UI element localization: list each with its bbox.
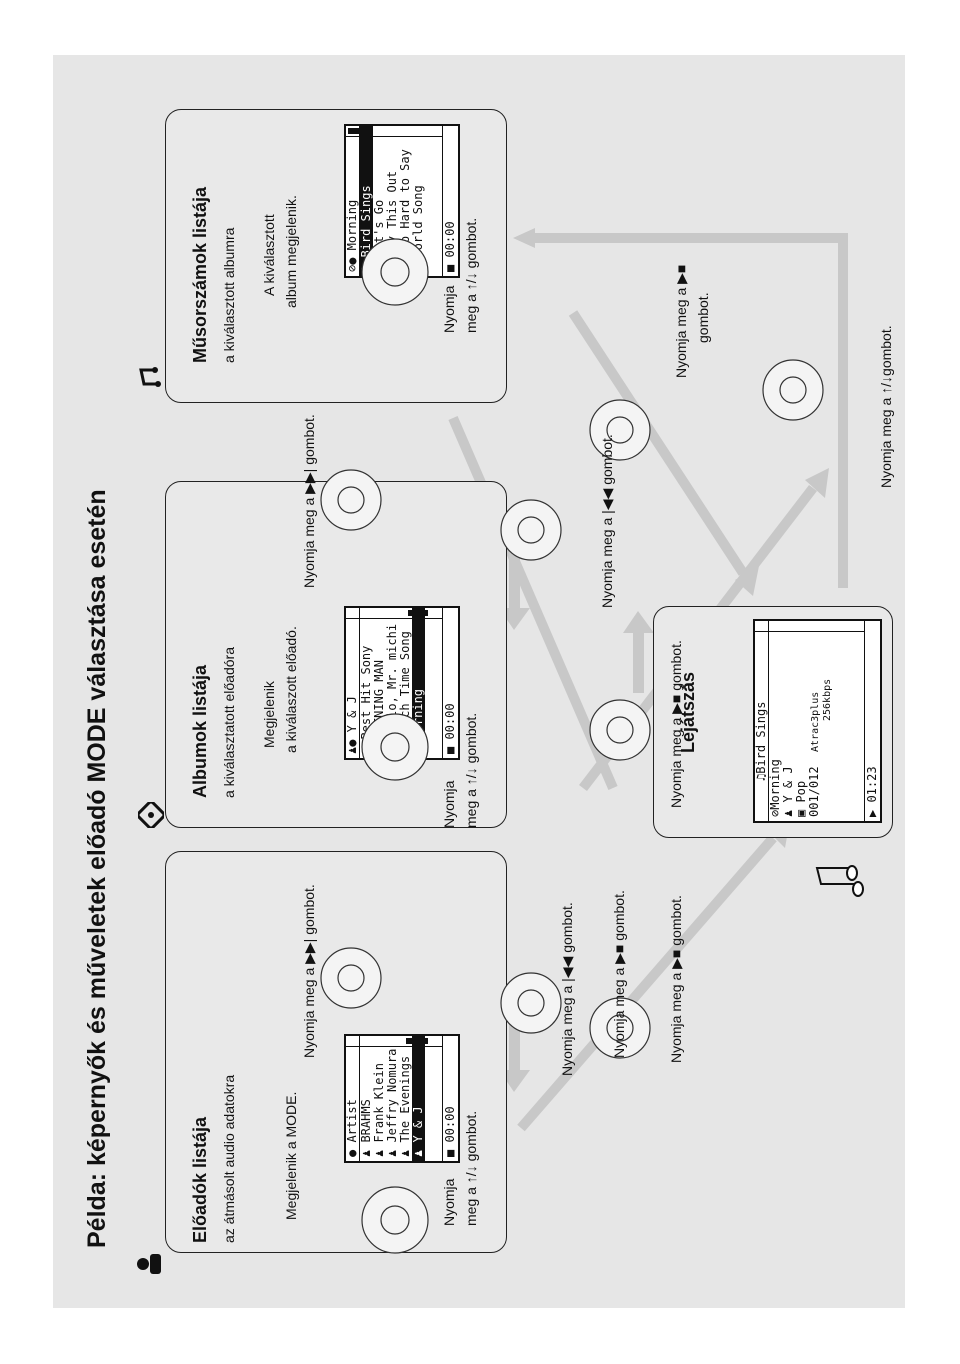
- instr-updown: Nyomja meg a ↑/↓gombot.: [878, 325, 894, 488]
- music-note-icon: [815, 865, 864, 897]
- instr-prev-2: Nyomja meg a |◀◀ gombot.: [599, 434, 615, 608]
- instr-play-2: Nyomja meg a ▶■ gombot.: [668, 640, 684, 808]
- rotated-canvas: Példa: képernyők és műveletek előadó MOD…: [53, 55, 905, 1308]
- instr-next-2: Nyomja meg a ▶▶| gombot.: [301, 414, 317, 588]
- instr-prev-1: Nyomja meg a |◀◀ gombot.: [559, 902, 575, 1076]
- instr-play-1: Nyomja meg a ▶■ gombot.: [611, 890, 627, 1058]
- instr-play-3: Nyomja meg a ▶■ gombot.: [668, 895, 684, 1063]
- instr-play-4a: Nyomja meg a ▶■: [673, 264, 689, 378]
- arrow-play-2: [633, 633, 644, 693]
- album-icon: [138, 802, 164, 828]
- arrow-prev-2: [509, 1020, 520, 1070]
- track-icon: [139, 367, 161, 387]
- instr-play-4b: gombot.: [695, 292, 711, 343]
- control-pads: [320, 238, 824, 1254]
- instr-next-1: Nyomja meg a ▶▶| gombot.: [301, 884, 317, 1058]
- artist-icon: [137, 1254, 161, 1274]
- diagram-frame: Példa: képernyők és műveletek előadó MOD…: [53, 55, 905, 1308]
